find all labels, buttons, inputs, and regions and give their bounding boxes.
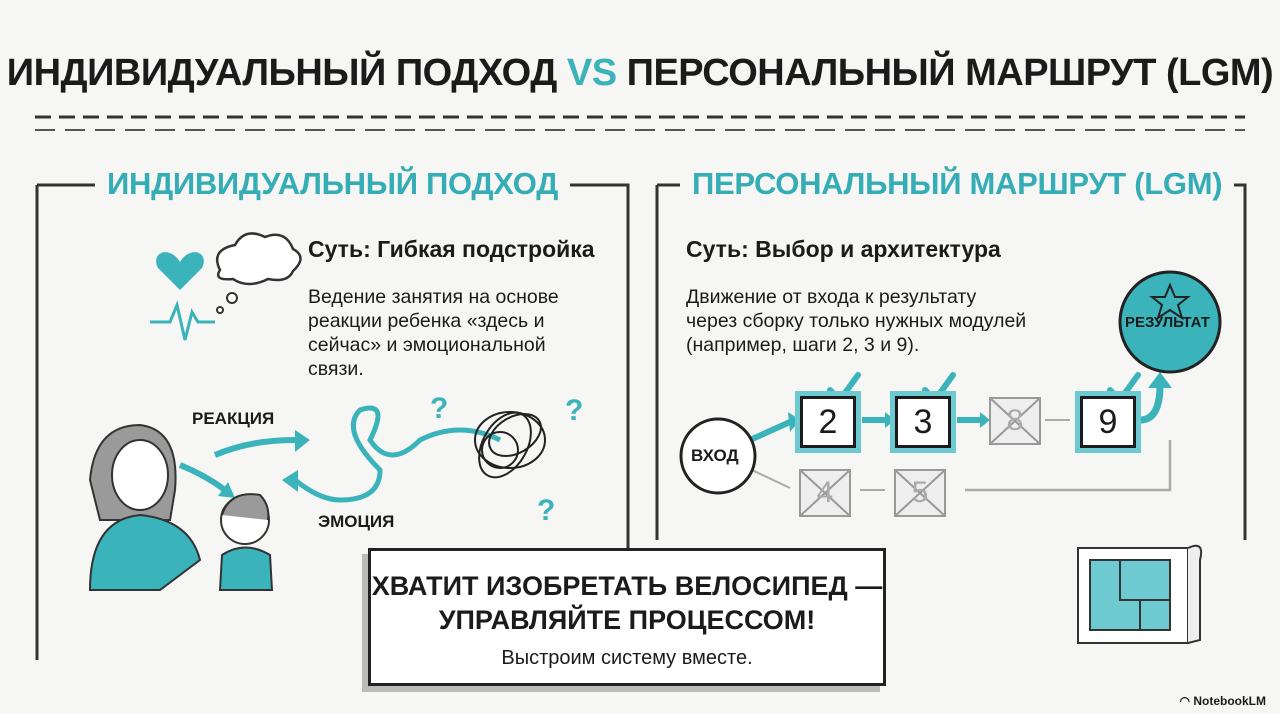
- svg-text:?: ?: [537, 494, 555, 527]
- teacher-illustration: [88, 423, 202, 591]
- right-subtitle: Суть: Выбор и архитектура: [686, 236, 1001, 262]
- tangled-path: [293, 405, 502, 503]
- callout-line1: ХВАТИТ ИЗОБРЕТАТЬ ВЕЛОСИПЕД —: [371, 571, 883, 601]
- right-panel-header: ПЕРСОНАЛЬНЫЙ МАРШРУТ (LGM): [680, 166, 1235, 202]
- skipped-step-4: 4: [816, 476, 834, 509]
- left-panel-frame: [35, 183, 630, 660]
- result-label: РЕЗУЛЬТАТ: [1125, 314, 1210, 331]
- callout-line2: УПРАВЛЯЙТЕ ПРОЦЕССОМ!: [438, 605, 816, 635]
- page-title: ИНДИВИДУАЛЬНЫЙ ПОДХОД VS ПЕРСОНАЛЬНЫЙ МА…: [6, 52, 1274, 94]
- result-circle: [1118, 270, 1222, 374]
- reaction-label: РЕАКЦИЯ: [192, 409, 275, 428]
- callout-box: ХВАТИТ ИЗОБРЕТАТЬ ВЕЛОСИПЕД — УПРАВЛЯЙТЕ…: [368, 548, 886, 686]
- thought-cloud-icon: [215, 232, 302, 286]
- step-box-3: 3: [895, 396, 951, 448]
- star-icon: [1149, 282, 1191, 321]
- blueprint-icon: [1077, 544, 1203, 644]
- emotion-label: ЭМОЦИЯ: [318, 512, 395, 531]
- heart-icon: [156, 252, 204, 290]
- left-panel-header: ИНДИВИДУАЛЬНЫЙ ПОДХОД: [95, 166, 570, 202]
- skipped-step-5: 5: [911, 476, 929, 509]
- step-box-9: 9: [1080, 396, 1136, 448]
- reaction-arrow: [213, 437, 296, 458]
- left-subtitle: Суть: Гибкая подстройка: [308, 236, 595, 262]
- child-illustration: [218, 493, 274, 591]
- pulse-icon: [150, 300, 215, 341]
- svg-text:?: ?: [430, 392, 448, 425]
- svg-text:?: ?: [565, 394, 583, 427]
- tangle-icon: [474, 411, 546, 479]
- skipped-step-8: 8: [1006, 404, 1024, 437]
- entry-circle: [679, 417, 757, 495]
- notebooklm-watermark: ◠ NotebookLM: [1179, 694, 1266, 708]
- step-box-2: 2: [800, 396, 856, 448]
- callout-line3: Выстроим систему вместе.: [501, 647, 753, 669]
- entry-label: ВХОД: [691, 446, 739, 465]
